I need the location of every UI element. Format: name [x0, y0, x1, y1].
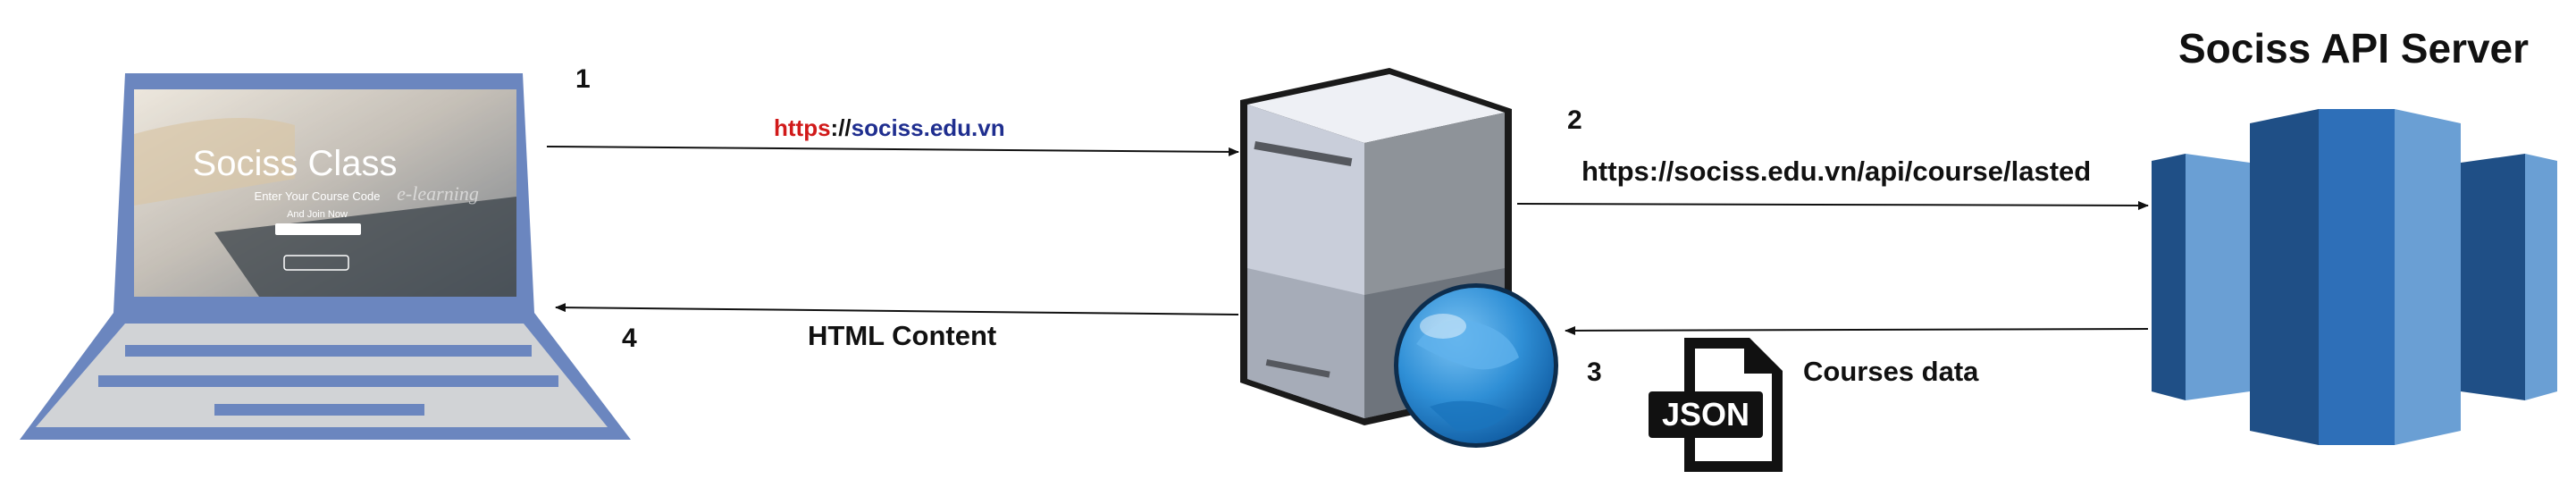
- json-badge: JSON: [1662, 396, 1749, 433]
- step-4-number: 4: [622, 324, 637, 353]
- database-icon: [2152, 109, 2557, 445]
- laptop-key-row-3: [214, 404, 424, 416]
- laptop-screen-join-button: [283, 255, 349, 271]
- laptop-icon: Sociss Class Enter Your Course Code e-le…: [20, 73, 631, 440]
- step-2-number: 2: [1567, 105, 1582, 135]
- arrow-step-4: [555, 303, 1239, 315]
- arrow-step-3: [1565, 325, 2149, 335]
- step-2-label: https://sociss.edu.vn/api/course/lasted: [1582, 156, 2091, 187]
- step-1-url-host: sociss.edu.vn: [852, 114, 1005, 141]
- globe-icon: [1394, 283, 1558, 448]
- laptop-key-row-1: [125, 345, 532, 357]
- server-title: Sociss API Server: [2178, 25, 2529, 71]
- step-1-number: 1: [575, 64, 591, 94]
- step-1-url-separator: ://: [831, 114, 852, 141]
- laptop-key-row-2: [98, 375, 558, 387]
- arrow-step-2: [1516, 200, 2149, 210]
- laptop-screen-code-input: [275, 223, 361, 235]
- laptop-screen-subtitle: Enter Your Course Code: [255, 189, 381, 203]
- step-4-label: HTML Content: [808, 320, 996, 351]
- json-file-icon: JSON: [1649, 338, 1783, 472]
- step-3-number: 3: [1587, 357, 1602, 387]
- laptop-screen-title: Sociss Class: [193, 144, 398, 183]
- arrow-step-1: [546, 146, 1239, 156]
- laptop-screen-watermark: e-learning: [397, 182, 479, 205]
- step-3-label: Courses data: [1803, 356, 1979, 387]
- step-1-url-scheme: https: [774, 114, 831, 141]
- laptop-screen-cta: And Join Now: [287, 209, 348, 220]
- step-1-url: https://sociss.edu.vn: [774, 114, 1005, 141]
